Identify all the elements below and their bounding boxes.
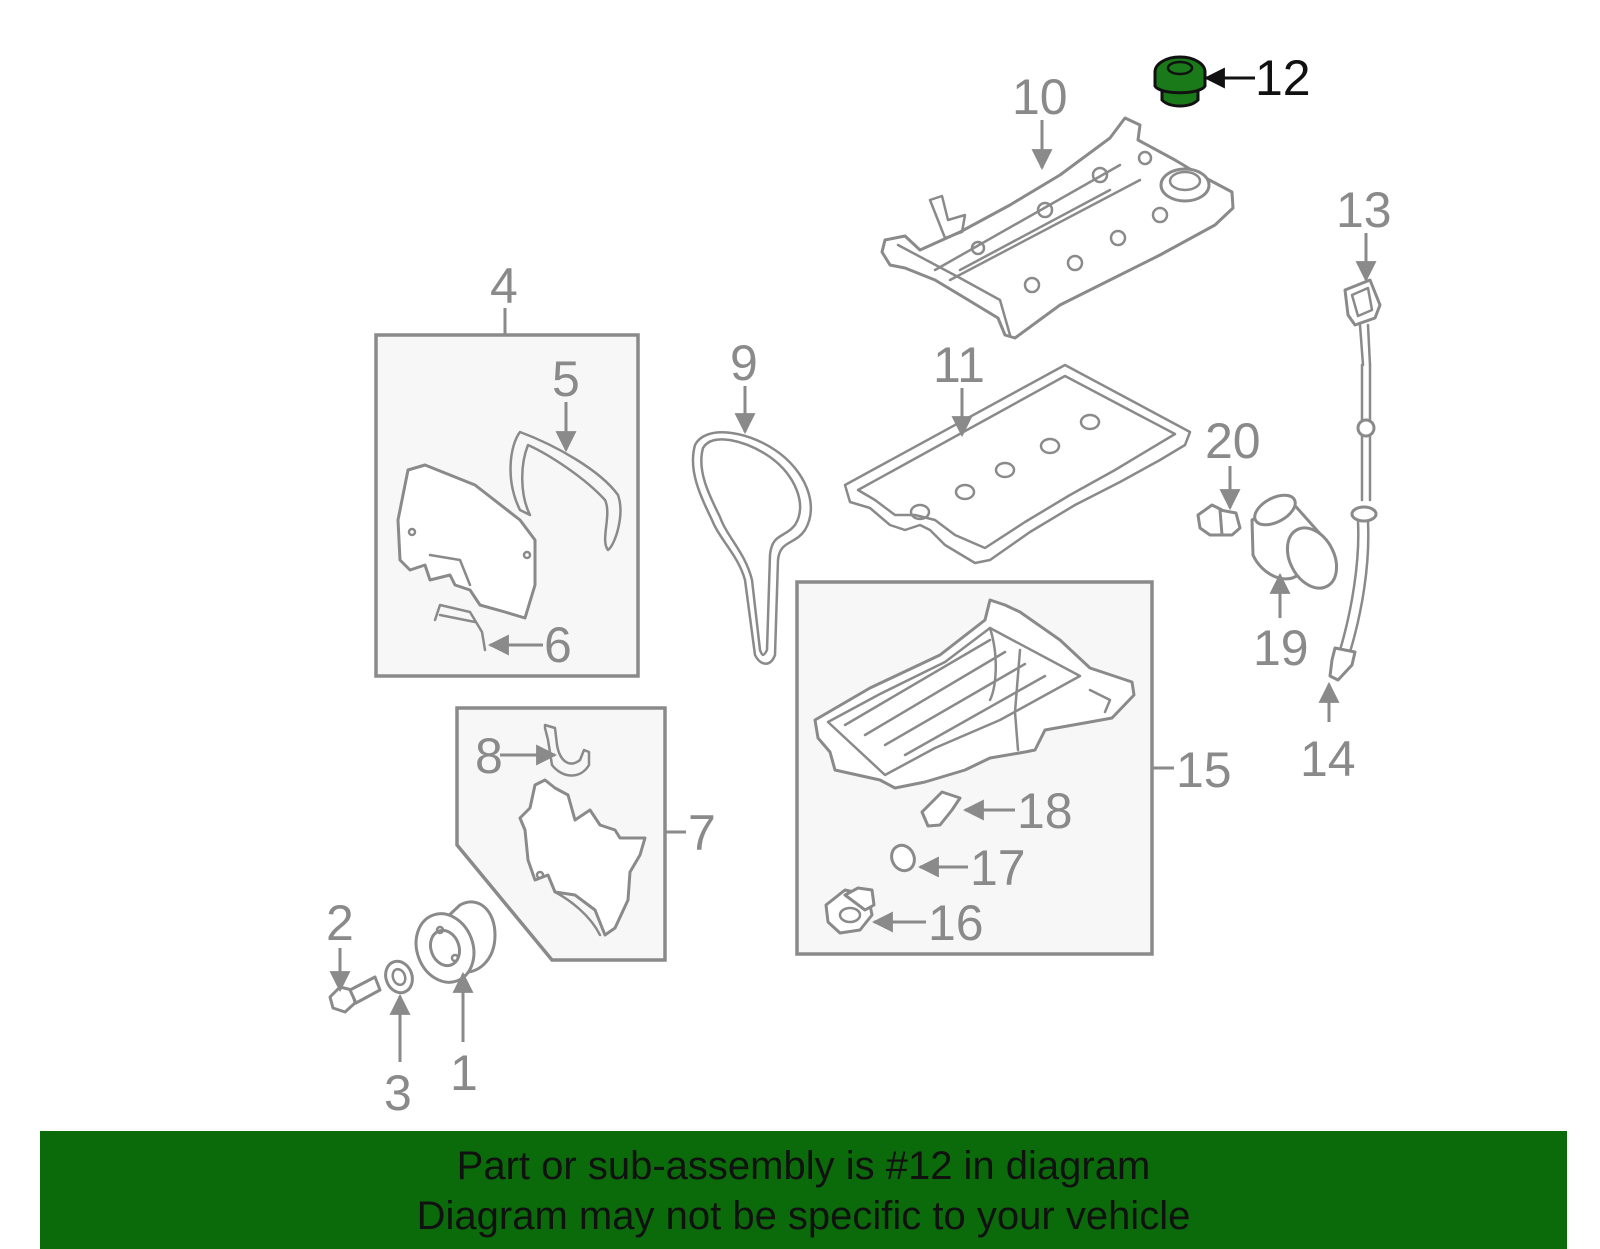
callout-11[interactable]: 11 — [933, 337, 985, 393]
timing-cover-seal[interactable] — [433, 603, 487, 652]
timing-cover-lower[interactable] — [518, 778, 647, 937]
oil-dipstick[interactable] — [1343, 278, 1382, 502]
banner-line-disclaimer: Diagram may not be specific to your vehi… — [416, 1194, 1191, 1238]
callout-9[interactable]: 9 — [730, 335, 758, 391]
valve-cover[interactable] — [880, 116, 1235, 340]
callout-1[interactable]: 1 — [450, 1045, 478, 1101]
callout-4[interactable]: 4 — [490, 258, 518, 314]
callout-12[interactable]: 12 — [1255, 50, 1311, 106]
timing-cover-gasket[interactable] — [509, 430, 622, 552]
timing-cover-group-box — [374, 308, 640, 678]
cover-bracket[interactable] — [543, 723, 591, 777]
callout-14[interactable]: 14 — [1300, 731, 1356, 787]
callout-7[interactable]: 7 — [688, 805, 716, 861]
callout-15[interactable]: 15 — [1176, 742, 1232, 798]
callout-8[interactable]: 8 — [475, 728, 503, 784]
part-info-banner: Part or sub-assembly is #12 in diagram D… — [40, 1131, 1567, 1249]
callout-3[interactable]: 3 — [384, 1065, 412, 1121]
callout-17[interactable]: 17 — [970, 840, 1026, 896]
callout-labels: 1 2 3 4 5 6 7 8 9 10 11 12 13 14 15 16 1… — [326, 50, 1392, 1121]
timing-cover-upper[interactable] — [396, 463, 537, 620]
callout-6[interactable]: 6 — [544, 617, 572, 673]
callout-16[interactable]: 16 — [928, 895, 984, 951]
pulley-washer[interactable] — [381, 958, 416, 997]
timing-belt[interactable] — [691, 431, 813, 665]
oil-filler-cap[interactable] — [1153, 55, 1207, 108]
oil-pressure-sensor[interactable] — [1196, 503, 1242, 537]
callout-10[interactable]: 10 — [1012, 69, 1068, 125]
oil-pan-group-box — [795, 580, 1174, 956]
lower-cover-group-box — [455, 706, 686, 962]
oil-filter[interactable] — [1250, 489, 1347, 597]
callout-20[interactable]: 20 — [1205, 413, 1261, 469]
oil-drain-plug[interactable] — [824, 886, 876, 935]
oil-dipstick-tube[interactable] — [1328, 505, 1378, 682]
callout-5[interactable]: 5 — [552, 351, 580, 407]
callout-18[interactable]: 18 — [1017, 783, 1073, 839]
oil-pan-gasket[interactable] — [920, 790, 962, 828]
callout-13[interactable]: 13 — [1336, 182, 1392, 238]
callout-2[interactable]: 2 — [326, 895, 354, 951]
leader-lines — [329, 67, 1377, 1062]
crankshaft-pulley[interactable] — [407, 900, 497, 991]
pulley-bolt[interactable] — [328, 975, 382, 1014]
callout-19[interactable]: 19 — [1253, 620, 1309, 676]
valve-cover-gasket[interactable] — [843, 363, 1192, 565]
drain-plug-washer[interactable] — [888, 842, 919, 875]
banner-line-part: Part or sub-assembly is #12 in diagram — [456, 1144, 1151, 1188]
